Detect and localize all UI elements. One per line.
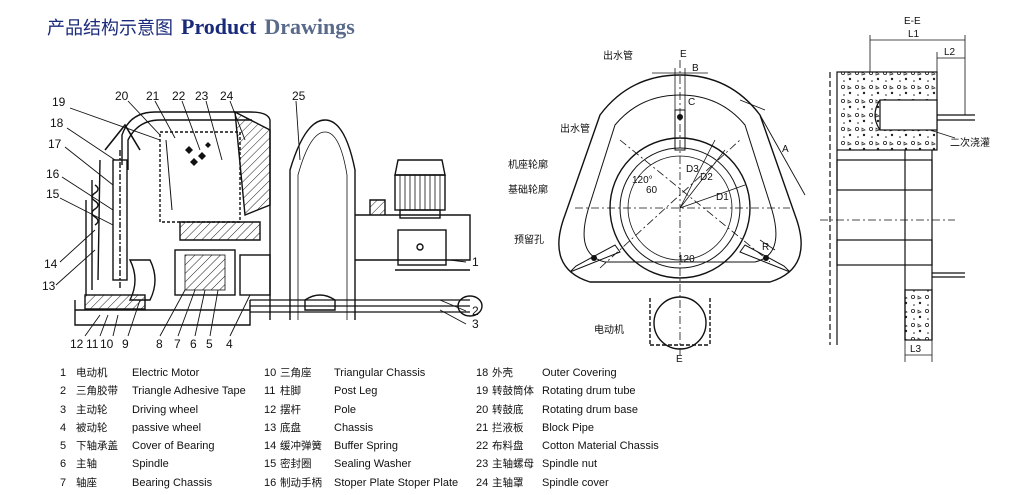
title-english-drawings: Drawings xyxy=(264,14,355,39)
callout-21: 21 xyxy=(146,89,160,103)
callout-11: 11 xyxy=(86,337,99,351)
angle-120-a: 120° xyxy=(632,175,653,186)
callout-14: 14 xyxy=(44,257,58,271)
angle-60: 60 xyxy=(646,185,658,196)
label-outlet-pipe: 出水管 xyxy=(560,122,590,135)
dim-a: A xyxy=(782,144,789,155)
callout-leaders xyxy=(55,100,467,337)
title-chinese: 产品结构示意图 xyxy=(47,18,173,39)
page-title: 产品结构示意图 Product Drawings xyxy=(47,14,355,40)
title-english-product: Product xyxy=(181,14,257,39)
label-base-outline: 机座轮廓 xyxy=(508,158,548,171)
dim-e-bottom: E xyxy=(676,354,683,365)
callout-8: 8 xyxy=(156,337,163,351)
callout-4: 4 xyxy=(226,337,233,351)
callout-15: 15 xyxy=(46,187,60,201)
bottom-callouts: 12 11 10 9 8 7 6 5 4 xyxy=(70,337,233,351)
top-callouts: 20 21 22 23 24 25 xyxy=(115,89,306,103)
callout-3: 3 xyxy=(472,317,479,331)
callout-25: 25 xyxy=(292,89,306,103)
callout-7: 7 xyxy=(174,337,181,351)
label-l3: L3 xyxy=(910,344,922,355)
foundation-plan-labels: 出水管 出水管 机座轮廓 基础轮廓 预留孔 电动机 E E B C A R D1… xyxy=(508,49,789,365)
label-reserved-hole: 预留孔 xyxy=(514,233,544,246)
angle-120-b: 120 xyxy=(678,254,695,265)
label-l2: L2 xyxy=(944,47,956,58)
dim-d3: D3 xyxy=(686,164,699,175)
section-labels: E-E L1 L2 L3 二次浇灌 xyxy=(904,16,990,355)
dim-r: R xyxy=(762,242,769,253)
label-l1: L1 xyxy=(908,29,920,40)
label-section-ee: E-E xyxy=(904,16,921,27)
callout-9: 9 xyxy=(122,337,129,351)
callout-12: 12 xyxy=(70,337,84,351)
callout-23: 23 xyxy=(195,89,209,103)
callout-17: 17 xyxy=(48,137,62,151)
foundation-plan-view xyxy=(558,60,806,355)
callout-2: 2 xyxy=(472,304,479,318)
dim-d1: D1 xyxy=(716,192,729,203)
callout-18: 18 xyxy=(50,116,64,130)
callout-5: 5 xyxy=(206,337,213,351)
section-view xyxy=(820,35,975,362)
callout-20: 20 xyxy=(115,89,129,103)
callout-10: 10 xyxy=(100,337,114,351)
callout-13: 13 xyxy=(42,279,56,293)
left-callouts: 19 18 17 16 15 14 13 xyxy=(42,95,66,293)
callout-19: 19 xyxy=(52,95,66,109)
dim-d2: D2 xyxy=(700,172,713,183)
dim-c: C xyxy=(688,97,695,108)
callout-24: 24 xyxy=(220,89,234,103)
label-foundation-outline: 基础轮廓 xyxy=(508,183,548,196)
dim-e-top: E xyxy=(680,49,687,60)
right-callouts: 1 2 3 xyxy=(472,255,479,331)
callout-6: 6 xyxy=(190,337,197,351)
dim-b: B xyxy=(692,63,699,74)
label-motor: 电动机 xyxy=(594,323,624,336)
label-secondary-grouting: 二次浇灌 xyxy=(950,136,990,149)
label-outlet-pipe-top: 出水管 xyxy=(603,49,633,62)
callout-16: 16 xyxy=(46,167,60,181)
callout-1: 1 xyxy=(472,255,479,269)
centrifuge-side-view xyxy=(74,110,483,326)
callout-22: 22 xyxy=(172,89,186,103)
